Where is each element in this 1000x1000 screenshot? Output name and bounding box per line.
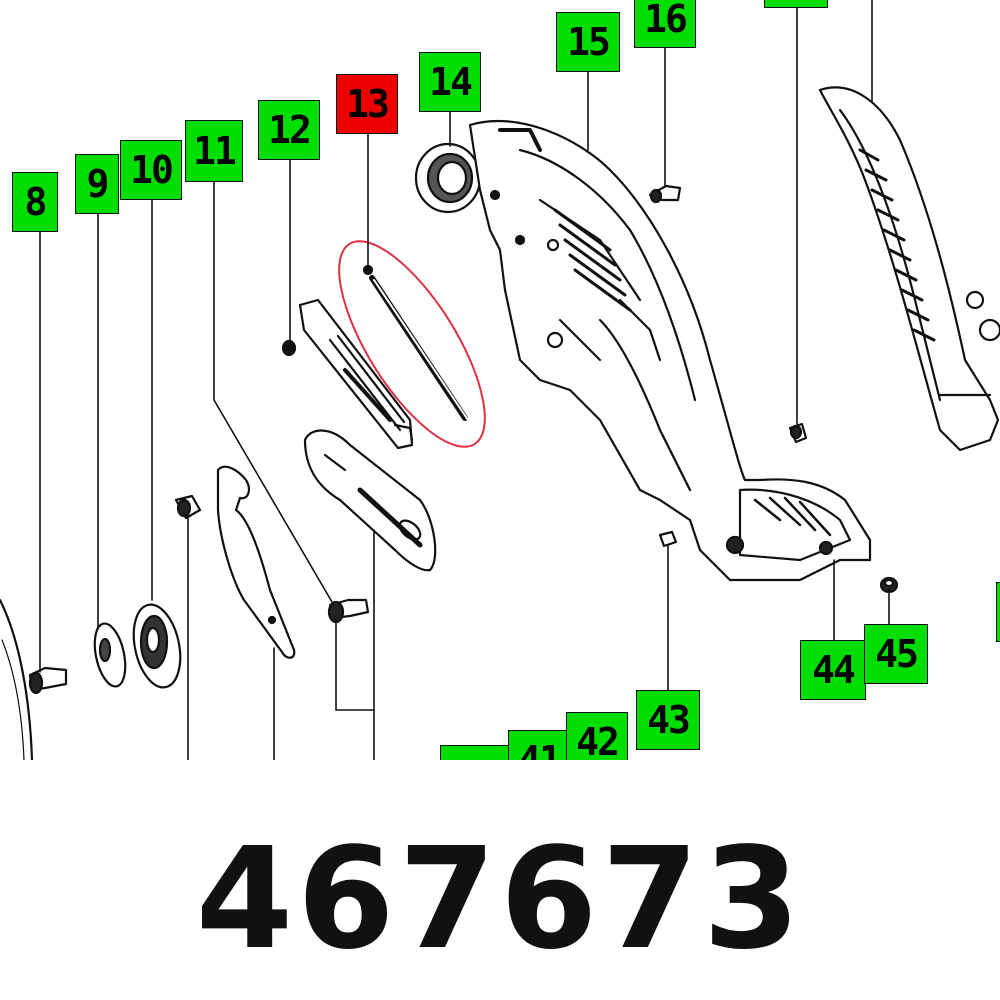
callout-label: 43: [647, 698, 691, 742]
bushing-part-14: [414, 142, 482, 214]
flange-part-10: [132, 603, 182, 689]
callout-44[interactable]: 44: [800, 640, 866, 700]
screw-part-16: [648, 184, 682, 204]
callout-label: 41: [518, 738, 562, 760]
callout-12[interactable]: 12: [258, 100, 320, 160]
screw-part-8: [28, 666, 68, 695]
callout-label: 42: [576, 720, 620, 760]
leader-lines: [39, 0, 890, 760]
guide-plate-part-12: [281, 298, 414, 450]
callout-top-partial[interactable]: [764, 0, 828, 8]
callout-right-partial[interactable]: [996, 582, 1000, 642]
exploded-parts-diagram: 8 9 10 11 12 13 14 15 16 41 42 43 44 45: [0, 0, 1000, 760]
upper-guard-housing-part-15: [468, 120, 872, 582]
callout-45[interactable]: 45: [864, 624, 928, 684]
spring-rod-part-13: [338, 240, 486, 448]
pendulum-guard: [818, 86, 1000, 452]
callout-14[interactable]: 14: [419, 52, 481, 112]
callout-label: 9: [86, 162, 110, 206]
part-number: 467673: [195, 818, 805, 981]
washer-part-9: [93, 622, 127, 688]
callout-label: 13: [346, 82, 390, 126]
callout-label: 12: [268, 108, 312, 152]
callout-label: 16: [644, 0, 688, 41]
callout-41[interactable]: 41: [508, 730, 570, 760]
callout-label: 11: [193, 129, 237, 173]
callout-label: 44: [812, 648, 856, 692]
callout-15[interactable]: 15: [556, 12, 620, 72]
saw-blade-edge: [0, 598, 34, 760]
lever-plate: [216, 465, 296, 659]
screw-small-right: [788, 422, 808, 444]
callout-10[interactable]: 10: [120, 140, 182, 200]
callout-partial-left[interactable]: [440, 745, 510, 760]
blade-guard-part: [303, 429, 437, 572]
callout-label: 8: [24, 180, 48, 224]
callout-label: 45: [875, 632, 919, 676]
bolt-part-11: [327, 598, 370, 624]
callout-label: 10: [130, 148, 174, 192]
callout-16[interactable]: 16: [634, 0, 696, 48]
callout-42[interactable]: 42: [566, 712, 628, 760]
callout-13[interactable]: 13: [336, 74, 398, 134]
callout-43[interactable]: 43: [636, 690, 700, 750]
callout-8[interactable]: 8: [12, 172, 58, 232]
callout-11[interactable]: 11: [185, 120, 243, 182]
pin-small: [174, 494, 202, 520]
callout-label: 15: [567, 20, 611, 64]
callout-9[interactable]: 9: [75, 154, 119, 214]
callout-label: 14: [429, 60, 473, 104]
parts-drawing: [0, 0, 1000, 760]
pin-part-43: [658, 530, 678, 548]
